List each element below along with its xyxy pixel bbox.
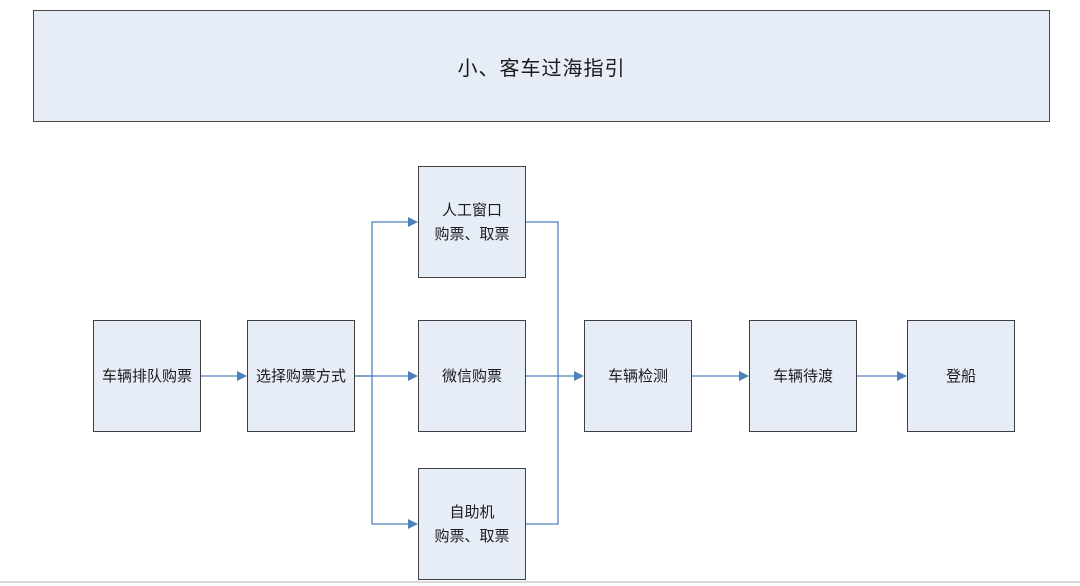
step-vehicle-waiting: 车辆待渡 xyxy=(749,320,857,432)
line-window-to-merge xyxy=(526,221,559,376)
bottom-divider xyxy=(0,581,1080,583)
option-label: 自助机 xyxy=(449,503,495,521)
option-manual-window: 人工窗口 购票、取票 xyxy=(418,166,526,278)
step-queue-buy-ticket: 车辆排队购票 xyxy=(93,320,201,432)
arrow-select-to-self xyxy=(371,376,418,529)
step-label: 车辆排队购票 xyxy=(101,367,192,385)
option-self-service-machine: 自助机 购票、取票 xyxy=(418,468,526,580)
step-select-purchase-method: 选择购票方式 xyxy=(247,320,355,432)
arrow-select-to-window xyxy=(355,217,418,377)
option-sublabel: 购票、取票 xyxy=(434,225,510,243)
step-label: 车辆待渡 xyxy=(772,367,833,385)
option-sublabel: 购票、取票 xyxy=(434,527,510,545)
diagram-title: 小、客车过海指引 xyxy=(457,55,626,80)
step-vehicle-inspection: 车辆检测 xyxy=(584,320,692,432)
step-label: 车辆检测 xyxy=(607,367,668,385)
step-label: 选择购票方式 xyxy=(255,367,346,385)
line-self-to-merge xyxy=(526,376,559,525)
diagram-title-box: 小、客车过海指引 xyxy=(33,10,1050,122)
option-label: 人工窗口 xyxy=(441,201,502,219)
option-label: 微信购票 xyxy=(441,367,502,385)
option-wechat-purchase: 微信购票 xyxy=(418,320,526,432)
step-boarding: 登船 xyxy=(907,320,1015,432)
step-label: 登船 xyxy=(945,367,976,385)
